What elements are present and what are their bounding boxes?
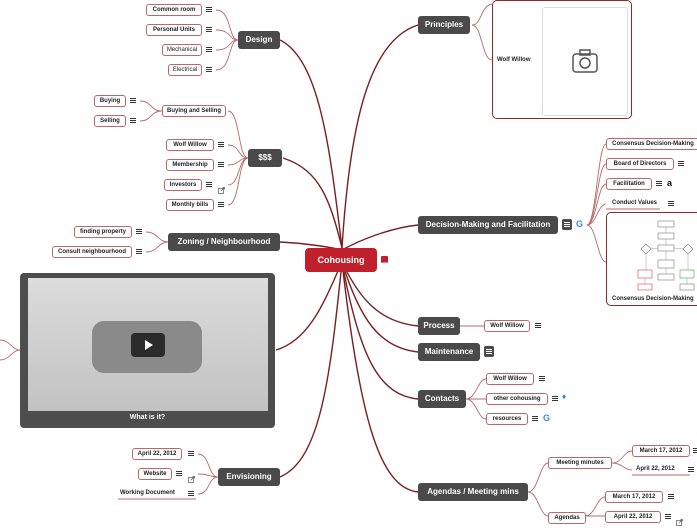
leaf-buying-and-selling[interactable]: Buying and Selling [162, 105, 226, 117]
leaf-consensus-decision-making[interactable]: Consensus Decision-Making [606, 138, 697, 150]
topic-money[interactable]: $$$ [248, 149, 282, 167]
topic-agendas[interactable]: Agendas / Meeting mins [418, 483, 528, 501]
notes-icon[interactable] [136, 229, 142, 234]
notes-icon[interactable] [668, 201, 674, 206]
topic-decision-making[interactable]: Decision-Making and Facilitation [418, 216, 558, 234]
central-topic[interactable]: Cohousing [305, 248, 377, 272]
notes-icon[interactable] [535, 323, 541, 328]
notes-icon[interactable] [562, 219, 572, 230]
leaf-agenda-march-17[interactable]: March 17, 2012 [605, 491, 663, 503]
connector-lines [0, 3, 690, 517]
camera-icon [572, 49, 598, 73]
topic-process[interactable]: Process [418, 317, 460, 335]
leaf-agendas[interactable]: Agendas [548, 512, 586, 524]
leaf-board-of-directors[interactable]: Board of Directors [606, 158, 674, 170]
leaf-consult-neighbourhood[interactable]: Consult neighbourhood [52, 246, 132, 258]
notes-icon[interactable] [688, 467, 694, 472]
external-link-icon[interactable] [218, 181, 225, 194]
notes-icon[interactable] [130, 118, 136, 123]
leaf-buying[interactable]: Buying [94, 95, 126, 107]
leaf-principles-wolf-willow[interactable]: Wolf Willow [497, 57, 531, 63]
notes-icon[interactable] [693, 448, 697, 453]
notes-icon[interactable] [484, 346, 494, 357]
notes-icon[interactable] [552, 396, 558, 401]
leaf-resources[interactable]: resources [486, 413, 528, 425]
leaf-facilitation[interactable]: Facilitation [606, 178, 652, 190]
google-icon[interactable]: G [576, 219, 584, 229]
leaf-process-wolf-willow[interactable]: Wolf Willow [484, 320, 530, 332]
leaf-april-22-2012[interactable]: April 22, 2012 [132, 448, 182, 460]
leaf-working-document[interactable]: Working Document [120, 490, 175, 496]
notes-icon[interactable] [130, 98, 136, 103]
image-placeholder[interactable] [542, 7, 628, 116]
notes-icon[interactable] [206, 67, 212, 72]
notes-icon[interactable] [176, 471, 182, 476]
notes-icon[interactable] [218, 162, 224, 167]
leaf-conduct-values[interactable]: Conduct Values [612, 200, 658, 206]
maple-leaf-icon[interactable]: ♦ [562, 392, 567, 401]
notes-icon[interactable] [665, 514, 671, 519]
topic-maintenance[interactable]: Maintenance [418, 343, 480, 361]
video-caption: What is it? [129, 414, 166, 421]
play-button[interactable] [131, 333, 165, 357]
notes-icon[interactable] [188, 451, 194, 456]
leaf-contacts-wolf-willow[interactable]: Wolf Willow [486, 373, 534, 385]
leaf-wolf-willow[interactable]: Wolf Willow [166, 139, 214, 151]
topic-contacts[interactable]: Contacts [418, 390, 466, 408]
google-icon[interactable]: G [543, 413, 551, 423]
external-link-icon[interactable] [676, 513, 683, 526]
leaf-minutes-april-22[interactable]: April 22, 2012 [636, 466, 675, 472]
notes-icon[interactable] [656, 181, 662, 186]
notes-icon[interactable] [668, 494, 674, 499]
leaf-personal-units[interactable]: Personal Units [146, 24, 202, 36]
leaf-monthly-bills[interactable]: Monthly bills [166, 199, 214, 211]
leaf-common-room[interactable]: Common room [146, 4, 202, 16]
leaf-membership[interactable]: Membership [166, 159, 214, 171]
notes-icon[interactable] [136, 249, 142, 254]
leaf-selling[interactable]: Selling [94, 115, 126, 127]
notes-icon[interactable] [218, 142, 224, 147]
leaf-other-cohousing[interactable]: other cohousing [486, 393, 548, 405]
notes-icon[interactable] [678, 161, 684, 166]
leaf-agenda-april-22[interactable]: April 22, 2012 [605, 511, 661, 523]
leaf-meeting-minutes[interactable]: Meeting minutes [548, 457, 612, 469]
consensus-image-caption: Consensus Decision-Making [612, 296, 694, 302]
leaf-electrical[interactable]: Electrical [168, 64, 202, 76]
leaf-investors[interactable]: Investors [164, 179, 202, 191]
leaf-minutes-march-17[interactable]: March 17, 2012 [632, 445, 690, 457]
leaf-website[interactable]: Website [138, 468, 172, 480]
notes-icon[interactable] [206, 7, 212, 12]
notes-icon[interactable] [206, 182, 212, 187]
consensus-image-frame [606, 212, 697, 306]
notes-icon[interactable] [206, 27, 212, 32]
leaf-mechanical[interactable]: Mechanical [162, 44, 202, 56]
amazon-icon[interactable]: a [667, 178, 673, 188]
notes-icon[interactable] [218, 202, 224, 207]
notes-icon[interactable] [539, 376, 545, 381]
leaf-finding-property[interactable]: finding property [74, 226, 132, 238]
notes-icon[interactable] [532, 416, 538, 421]
consensus-flowchart-image[interactable] [636, 218, 697, 294]
external-link-icon[interactable] [188, 470, 195, 483]
external-link-icon[interactable] [381, 256, 388, 269]
topic-design[interactable]: Design [238, 31, 280, 49]
topic-zoning[interactable]: Zoning / Neighbourhood [168, 233, 280, 251]
topic-envisioning[interactable]: Envisioning [218, 468, 280, 486]
notes-icon[interactable] [188, 491, 194, 496]
topic-principles[interactable]: Principles [418, 16, 470, 34]
video-embed[interactable]: What is it? [20, 273, 275, 428]
notes-icon[interactable] [206, 47, 212, 52]
